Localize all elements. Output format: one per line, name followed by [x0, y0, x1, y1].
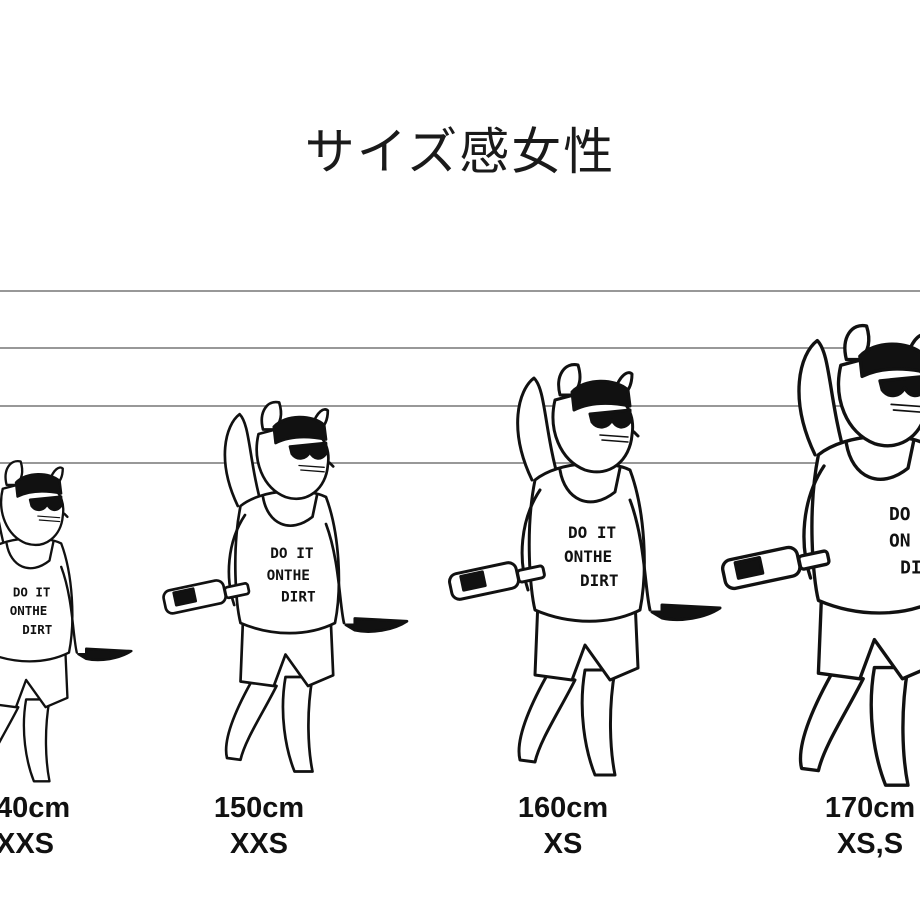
figure-4-size: XS,S: [836, 828, 904, 860]
figure-2-size: XXS: [229, 828, 289, 860]
cat-figure-3: DO IT ONTHE DIRT: [446, 363, 722, 777]
shirt-text-line-2: ONTHE: [267, 568, 310, 584]
figure-4-label: 170cm XS,S: [790, 790, 920, 862]
page-title: サイズ感女性: [304, 123, 616, 181]
shirt-text-line-3: DI: [900, 558, 920, 579]
shirt-text-line-2: ONTHE: [564, 547, 612, 566]
shirt-text-line-1: DO: [889, 504, 911, 525]
shirt-text-line-3: DIRT: [281, 589, 316, 605]
shirt-text-line-3: DIRT: [22, 622, 52, 637]
figure-2-label: 150cm XXS: [179, 790, 339, 862]
cat-figure-2: DO IT ONTHE DIRT: [160, 400, 409, 773]
cat-figure-4: DO ON DI: [719, 323, 920, 787]
shirt-text-line-1: DO IT: [568, 523, 616, 542]
figure-3-size: XS: [543, 828, 583, 860]
figure-1-size: XXS: [0, 828, 55, 860]
figure-1-label: 140cm XXS: [0, 790, 105, 862]
figure-4-height: 170cm: [824, 792, 916, 824]
shirt-text-line-1: DO IT: [270, 546, 314, 562]
shirt-text-line-1: DO IT: [13, 584, 51, 599]
shirt-text-line-2: ONTHE: [10, 603, 48, 618]
height-guide-lines: [0, 290, 920, 464]
figure-3-label: 160cm XS: [483, 790, 643, 862]
figure-1-height: 140cm: [0, 792, 71, 824]
cat-figure-1: DO IT ONTHE DIRT: [0, 459, 133, 783]
figure-2-height: 150cm: [213, 792, 305, 824]
figure-3-height: 160cm: [517, 792, 609, 824]
shirt-text-line-2: ON: [889, 531, 911, 552]
shirt-text-line-3: DIRT: [580, 571, 619, 590]
